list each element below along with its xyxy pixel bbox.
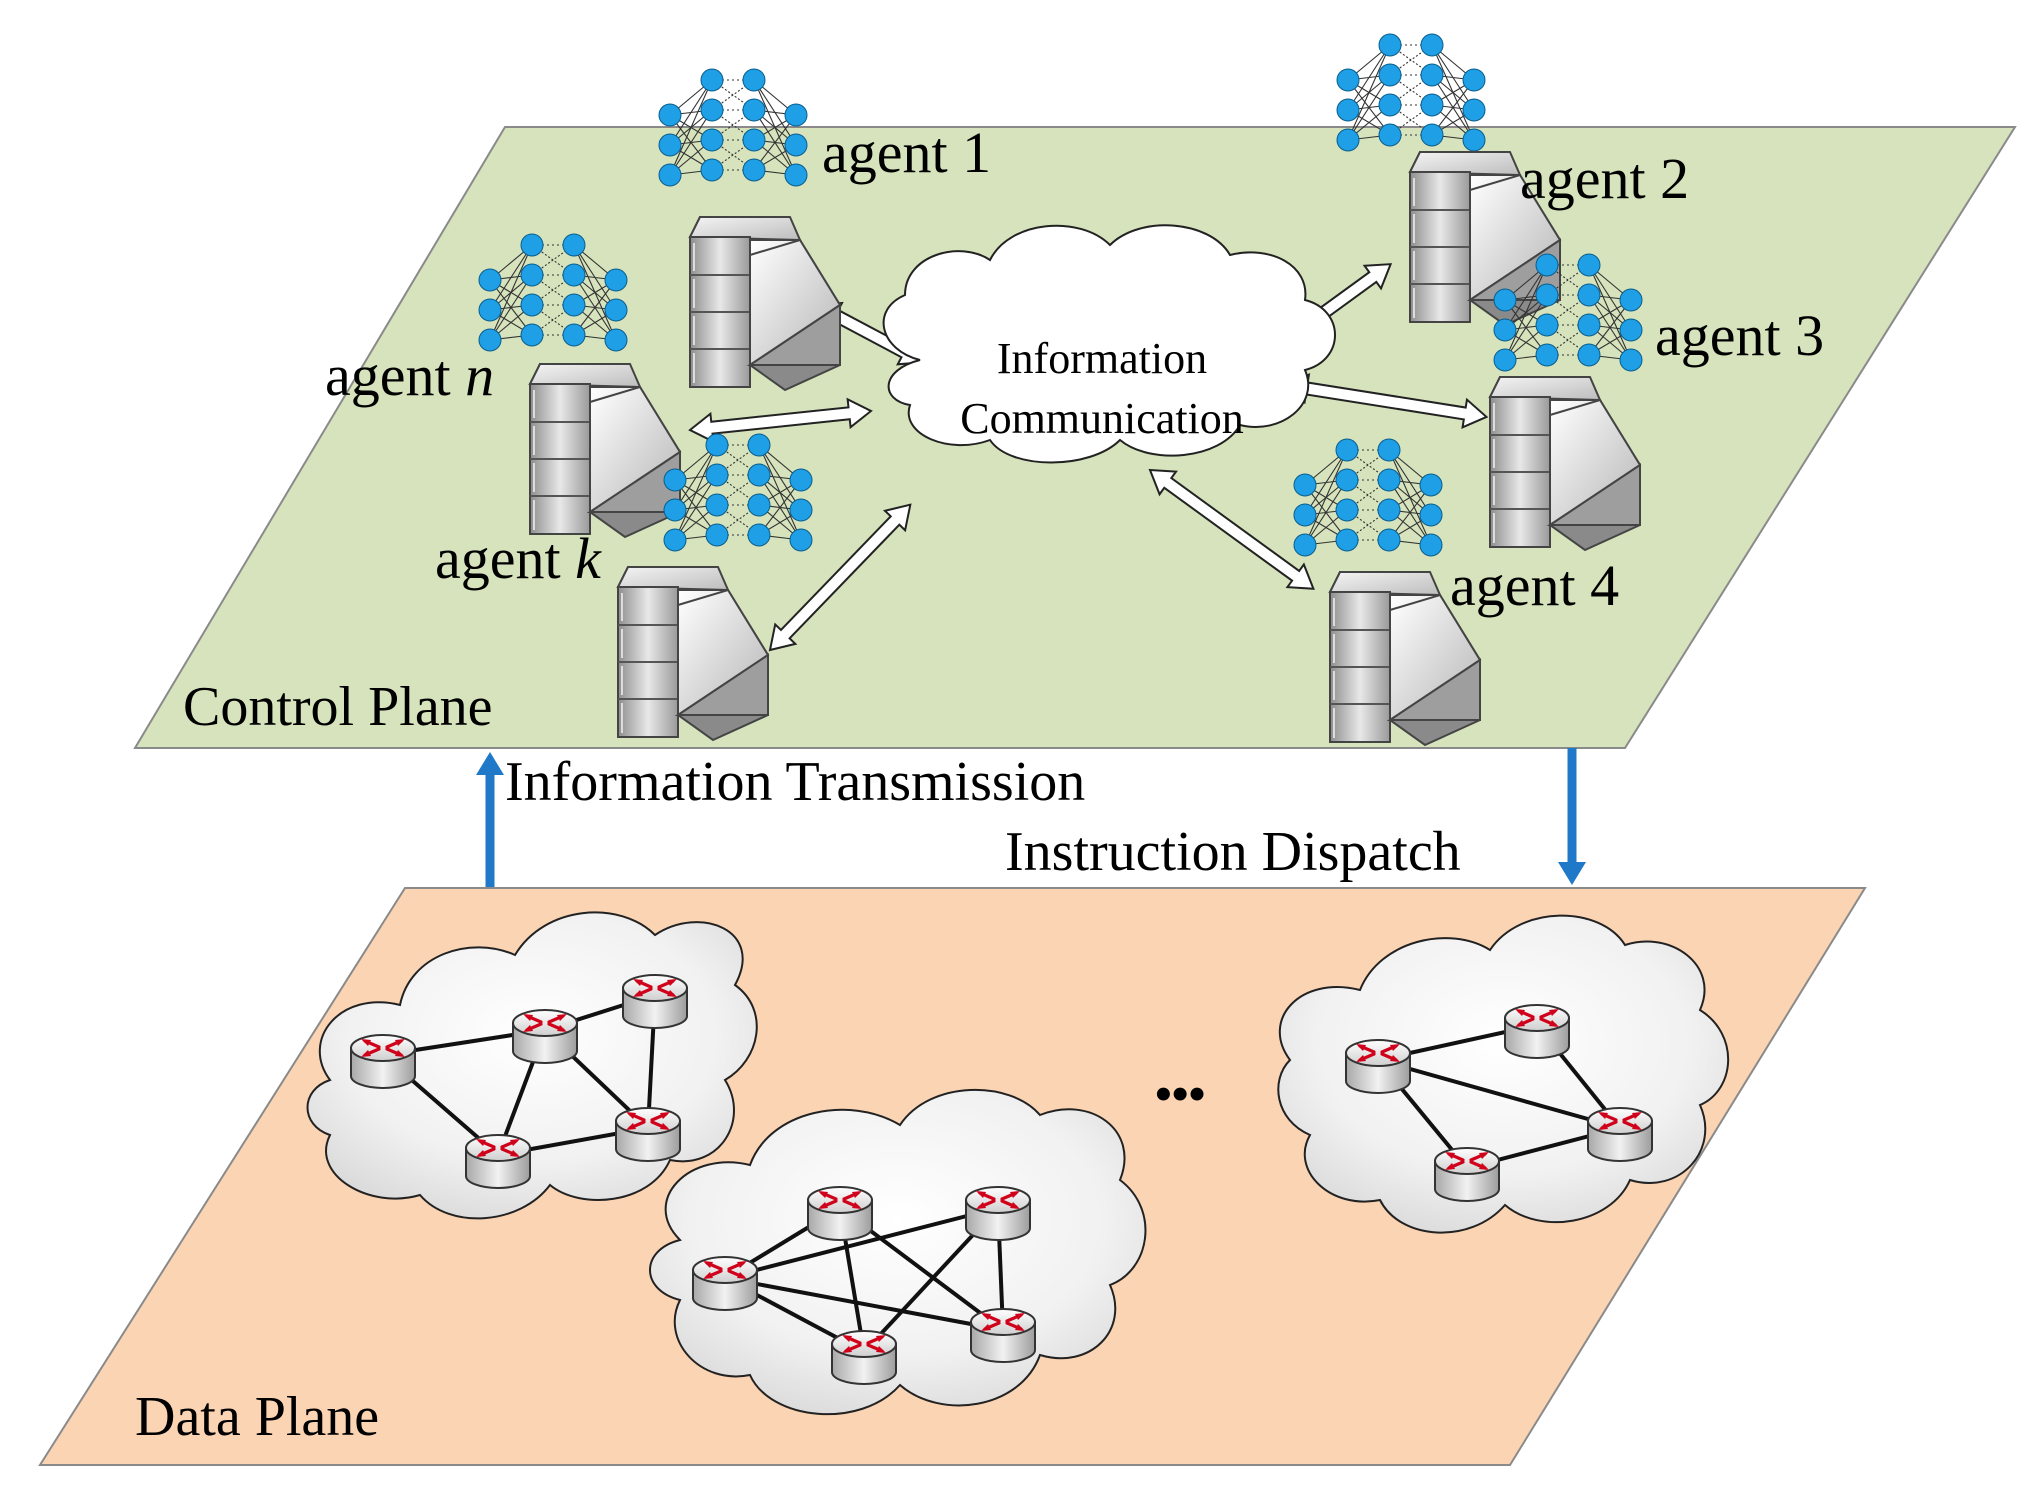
agent-2-label: agent 2 bbox=[1520, 146, 1689, 211]
control-plane-label: Control Plane bbox=[183, 676, 493, 738]
link-agent-4 bbox=[1148, 468, 1315, 590]
agent-n-label: agent n bbox=[325, 343, 494, 408]
router-icon bbox=[1433, 1146, 1501, 1203]
router-icon bbox=[1344, 1038, 1412, 1095]
network-cloud-3 bbox=[1277, 914, 1730, 1234]
agent-4: agent 4 bbox=[1293, 438, 1619, 746]
agent-k-label: agent k bbox=[435, 526, 602, 591]
agent-4-label: agent 4 bbox=[1450, 553, 1619, 618]
router-icon bbox=[691, 1255, 759, 1312]
agent-1: agent 1 bbox=[658, 68, 991, 391]
router-icon bbox=[964, 1185, 1032, 1242]
agent-n: agent n bbox=[325, 233, 681, 538]
information-transmission-label: Information Transmission bbox=[505, 751, 1085, 813]
instruction-dispatch-arrow bbox=[1558, 748, 1586, 885]
router-icon bbox=[1503, 1003, 1571, 1060]
agent-1-label: agent 1 bbox=[822, 120, 991, 185]
router-icon bbox=[1586, 1106, 1654, 1163]
information-communication-cloud: Information Communication bbox=[882, 224, 1336, 464]
router-icon bbox=[830, 1329, 898, 1386]
router-icon bbox=[349, 1033, 417, 1090]
cloud-label-line1: Information bbox=[997, 334, 1207, 383]
network-cloud-1 bbox=[306, 911, 758, 1220]
router-icon bbox=[511, 1008, 579, 1065]
router-icon bbox=[806, 1185, 874, 1242]
data-plane-label: Data Plane bbox=[135, 1386, 379, 1448]
link-agent-k bbox=[768, 503, 912, 652]
router-icon bbox=[621, 973, 689, 1030]
instruction-dispatch-label: Instruction Dispatch bbox=[1005, 821, 1461, 883]
information-transmission-arrow bbox=[476, 752, 504, 890]
agent-3-label: agent 3 bbox=[1655, 303, 1824, 368]
agent-3: agent 3 bbox=[1489, 253, 1824, 551]
ellipsis: ••• bbox=[1155, 1068, 1205, 1121]
router-icon bbox=[464, 1133, 532, 1190]
router-icon bbox=[614, 1106, 682, 1163]
agent-k: agent k bbox=[435, 433, 813, 741]
router-icon bbox=[969, 1307, 1037, 1364]
network-cloud-2 bbox=[649, 1089, 1147, 1416]
agent-2: agent 2 bbox=[1336, 33, 1689, 326]
cloud-label-line2: Communication bbox=[960, 394, 1244, 443]
